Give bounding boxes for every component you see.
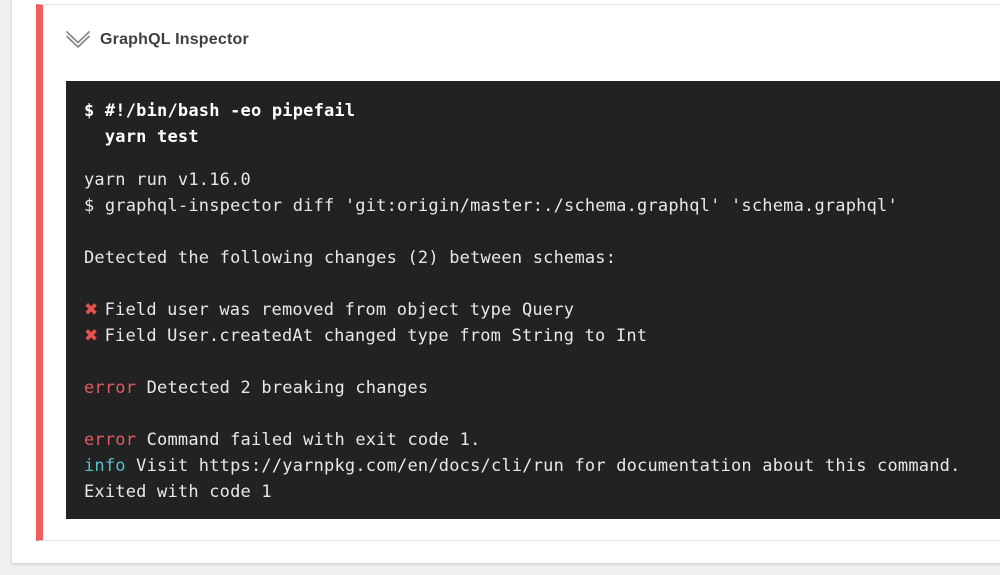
terminal-output: $ #!/bin/bash -eo pipefail yarn test yar… xyxy=(66,81,1000,519)
section-header[interactable]: GraphQL Inspector xyxy=(43,5,943,77)
terminal-segment-red: error xyxy=(84,430,137,450)
terminal-line: $ graphql-inspector diff 'git:origin/mas… xyxy=(84,193,1000,219)
content-panel: GraphQL Inspector $ #!/bin/bash -eo pipe… xyxy=(12,0,1000,563)
terminal-blank-line xyxy=(84,271,1000,297)
terminal-output-block: yarn run v1.16.0 $ graphql-inspector diff… xyxy=(84,167,1000,505)
terminal-line: Detected the following changes (2) betwe… xyxy=(84,245,1000,271)
terminal-segment: Visit https://yarnpkg.com/en/docs/cli/ru… xyxy=(125,456,961,476)
terminal-segment: Detected 2 breaking changes xyxy=(136,378,429,398)
terminal-segment-cross: ✖ xyxy=(84,300,105,320)
terminal-segment: $ graphql-inspector diff 'git:origin/mas… xyxy=(84,196,898,216)
terminal-line: Exited with code 1 xyxy=(84,479,1000,505)
terminal-blank-line xyxy=(84,219,1000,245)
terminal-segment: Exited with code 1 xyxy=(84,482,272,502)
terminal-segment-red: error xyxy=(84,378,137,398)
section-title: GraphQL Inspector xyxy=(100,31,249,48)
build-step-card: GraphQL Inspector $ #!/bin/bash -eo pipe… xyxy=(36,4,1000,541)
terminal-blank-line xyxy=(84,401,1000,427)
terminal-segment-cyan: info xyxy=(84,456,126,476)
terminal-segment-cross: ✖ xyxy=(84,326,105,346)
terminal-command-block: $ #!/bin/bash -eo pipefail yarn test xyxy=(84,98,1000,150)
terminal-segment: Detected the following changes (2) betwe… xyxy=(84,248,617,268)
terminal-segment: Command failed with exit code 1. xyxy=(136,430,481,450)
terminal-line: ✖ Field User.createdAt changed type from… xyxy=(84,323,1000,349)
terminal-line: error Detected 2 breaking changes xyxy=(84,375,1000,401)
terminal-blank-line xyxy=(84,349,1000,375)
terminal-segment: yarn run v1.16.0 xyxy=(84,170,251,190)
terminal-line: error Command failed with exit code 1. xyxy=(84,427,1000,453)
chevron-double-down-icon[interactable] xyxy=(64,27,92,51)
terminal-segment: Field User.createdAt changed type from S… xyxy=(104,326,648,346)
terminal-line: yarn run v1.16.0 xyxy=(84,167,1000,193)
terminal-line: info Visit https://yarnpkg.com/en/docs/c… xyxy=(84,453,1000,479)
terminal-segment: Field user was removed from object type … xyxy=(104,300,575,320)
terminal-command-line: yarn test xyxy=(84,127,199,147)
terminal-line: ✖ Field user was removed from object typ… xyxy=(84,297,1000,323)
terminal-command-line: $ #!/bin/bash -eo pipefail xyxy=(84,101,356,121)
